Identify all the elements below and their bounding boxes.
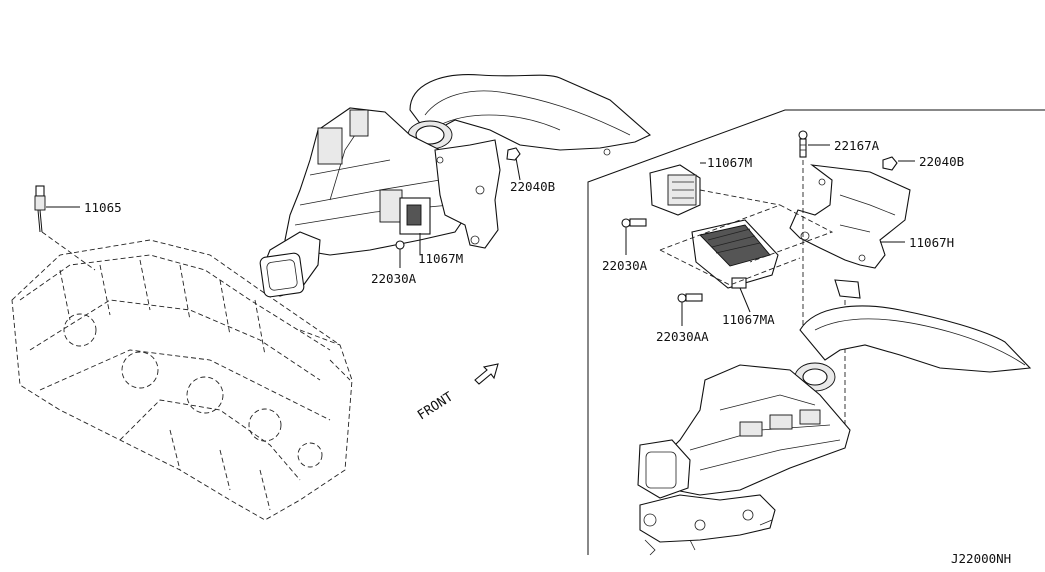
intake-duct-assembly-left — [259, 74, 651, 298]
label-11067h: 11067H — [909, 235, 954, 250]
nut-22040b-part — [882, 156, 915, 171]
label-22040b-right: 22040B — [919, 154, 964, 169]
bolt-22030aa-part — [677, 293, 703, 326]
module-11067ma-part — [691, 219, 779, 313]
label-11067ma: 11067MA — [722, 312, 775, 327]
engine-cylinder-head — [11, 239, 353, 521]
diagram-code: J22000NH — [951, 551, 1011, 566]
bracket-11067h-part — [789, 164, 911, 299]
label-22030a-right: 22030A — [602, 258, 648, 273]
label-22030a-left: 22030A — [371, 271, 417, 286]
label-front: FRONT — [415, 389, 456, 423]
label-22030aa: 22030AA — [656, 329, 709, 344]
label-11067m-right: 11067M — [707, 155, 752, 170]
front-arrow — [474, 363, 499, 385]
sensor-11067m-part — [649, 162, 706, 216]
bolt-22167a-part — [798, 130, 830, 158]
label-11067m-left: 11067M — [418, 251, 463, 266]
bolt-22030a-part — [621, 218, 647, 255]
label-22167a: 22167A — [834, 138, 880, 153]
intake-duct-assembly-right — [637, 305, 1032, 556]
glow-plug-part — [34, 185, 96, 271]
detail-view-border — [587, 109, 1045, 555]
label-22040b-left: 22040B — [510, 179, 555, 194]
label-11065: 11065 — [84, 200, 122, 215]
